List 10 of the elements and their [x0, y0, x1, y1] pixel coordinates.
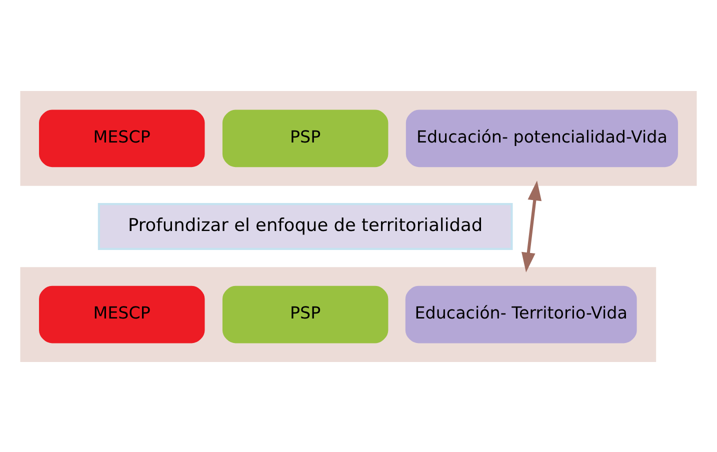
node-box: PSP [222, 109, 388, 167]
arrow [522, 180, 542, 272]
node-box: MESCP [39, 109, 205, 167]
node-box: MESCP [39, 285, 205, 343]
cluster [20, 266, 656, 362]
node-box: PSP [222, 285, 388, 343]
node-box: Educación- Territorio-Vida [405, 285, 637, 343]
node-box: Profundizar el enfoque de territorialidad [98, 202, 513, 250]
cluster [20, 90, 697, 186]
node-box: Educación- potencialidad-Vida [406, 109, 678, 167]
